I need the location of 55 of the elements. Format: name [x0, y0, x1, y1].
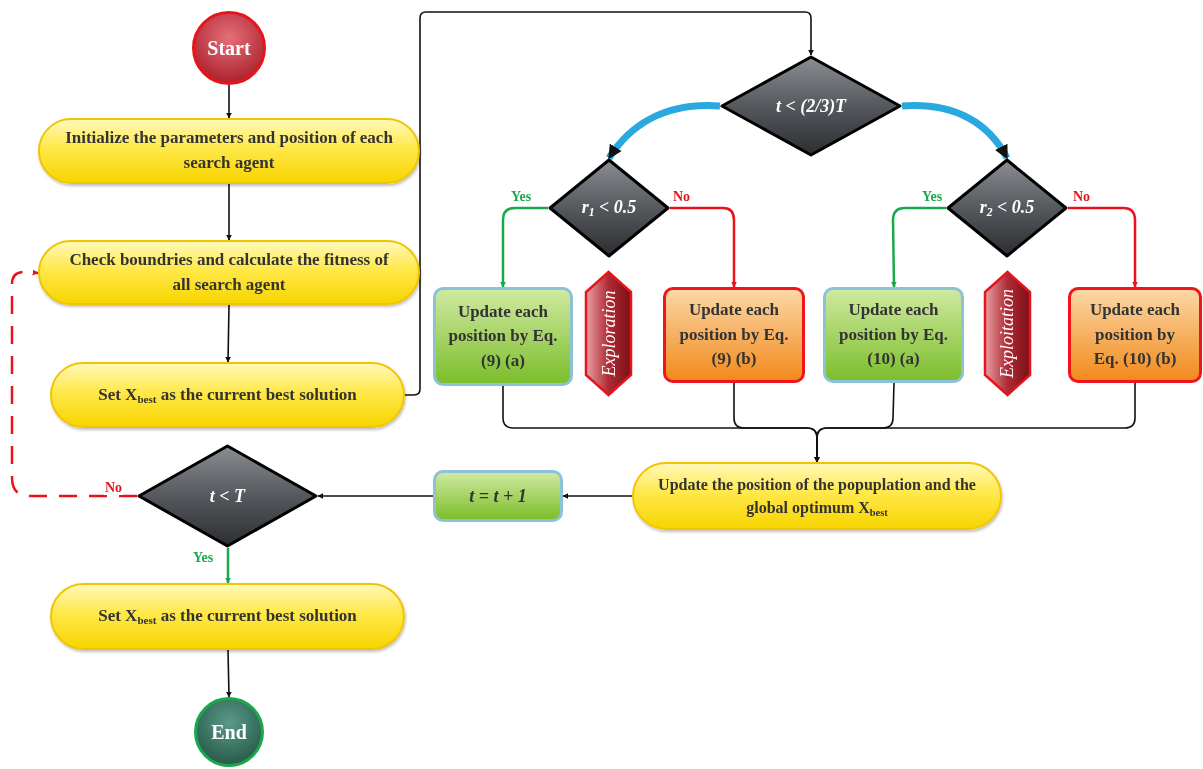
- process-box: [50, 583, 405, 650]
- arrow: [317, 493, 434, 499]
- edge-label: Yes: [510, 190, 533, 204]
- edge-label: No: [672, 190, 692, 204]
- node-text: Check boundries and calculate the fitness of all search agent: [68, 248, 390, 296]
- node-text: Exploitation: [997, 289, 1018, 378]
- phase-hexagon: [983, 270, 1032, 397]
- node-text: Update the position of the popuplation and the global optimum X$_{best}$: [657, 474, 977, 520]
- process-box: [1068, 287, 1202, 383]
- edge-label: Yes: [921, 190, 944, 204]
- process-box: [663, 287, 805, 383]
- edge-label: No: [104, 481, 124, 495]
- process-box: [433, 287, 573, 386]
- node-text: r$_{2}$ < 0.5: [979, 196, 1035, 221]
- node-text: Update each position by Eq. (10) (a): [838, 299, 949, 371]
- arrow: [10, 269, 137, 498]
- node-text: t < T: [209, 484, 246, 508]
- process-box: [823, 287, 964, 383]
- node-text: r$_{1}$ < 0.5: [581, 196, 637, 221]
- arrow: [890, 206, 946, 288]
- process-box: [50, 362, 405, 428]
- phase-hexagon: [584, 270, 633, 397]
- node-text: Update each position by Eq. (10) (b): [1088, 299, 1182, 371]
- decision-diamond: [137, 444, 318, 548]
- arrow: [1068, 206, 1138, 288]
- arrow: [226, 183, 232, 241]
- edge-label: No: [1072, 190, 1092, 204]
- arrow: [901, 102, 1011, 160]
- arrow: [226, 84, 232, 119]
- node-text: t = t + 1: [469, 484, 527, 508]
- decision-diamond: [946, 158, 1068, 258]
- node-text: Exploration: [598, 290, 619, 377]
- arrow: [562, 493, 633, 499]
- arrow: [606, 102, 721, 160]
- arrow: [500, 206, 548, 288]
- process-box: [632, 462, 1002, 530]
- arrow: [225, 548, 231, 584]
- decision-diamond: [720, 55, 902, 157]
- node-text: Start: [207, 35, 251, 61]
- process-box: [38, 118, 420, 184]
- node-text: Update each position by Eq. (9) (a): [448, 300, 558, 372]
- process-box: [433, 470, 563, 522]
- node-text: t < (2/3)T: [775, 94, 847, 118]
- node-text: Update each position by Eq. (9) (b): [678, 299, 790, 371]
- node-text: Set X$_{best}$ as the current best solution: [98, 383, 357, 407]
- arrow: [814, 382, 1136, 463]
- arrow: [670, 206, 737, 288]
- node-text: Set X$_{best}$ as the current best solution: [98, 605, 357, 628]
- node-text: End: [211, 719, 247, 745]
- decision-diamond: [548, 158, 670, 258]
- node-text: Initialize the parameters and position of each search agent: [64, 127, 394, 174]
- edge-label: Yes: [192, 551, 215, 565]
- arrow: [225, 649, 232, 698]
- process-box: [38, 240, 420, 305]
- arrow: [225, 304, 232, 363]
